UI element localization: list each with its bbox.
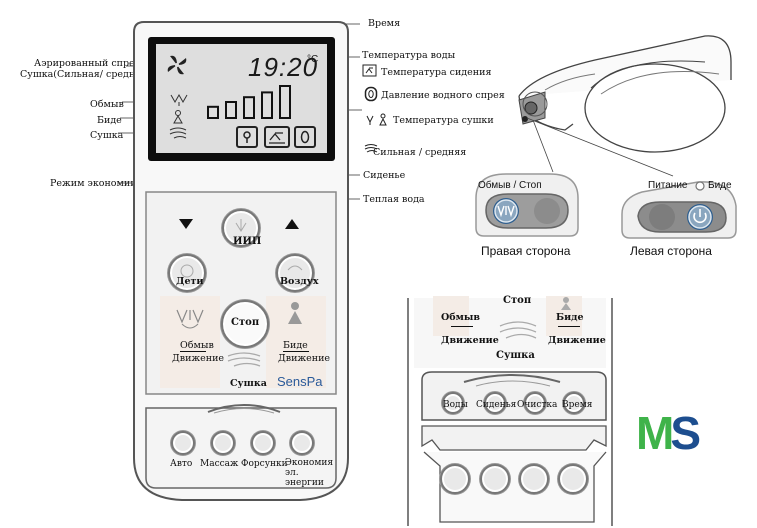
iip-label: ИИП (233, 236, 262, 247)
label-wash: Обмыв (90, 99, 124, 110)
zoom-bidet-panel (546, 296, 582, 336)
kids-label: Дети (176, 276, 204, 287)
label-seat: Сиденье (363, 170, 406, 181)
massage-button[interactable] (211, 431, 235, 455)
kids-button[interactable] (168, 254, 206, 292)
eco-label: Экономия эл. энергии (285, 458, 334, 488)
toilet-seat-illustration (518, 35, 732, 153)
motion-label-2: Движение (278, 353, 331, 364)
wash-stop-caption: Обмыв / Стоп (478, 180, 542, 191)
nozzles-button[interactable] (251, 431, 275, 455)
right-side-panel (475, 173, 579, 237)
lcd-mode-icons (169, 93, 188, 139)
label-drying-mode: Сушка(Сильная/ средняя) (20, 69, 151, 80)
zoom-water-label: Воды (443, 400, 468, 410)
right-side-caption: Правая сторона (481, 244, 571, 258)
label-warm-water: Теплая вода (363, 194, 425, 205)
wash-icon (176, 309, 204, 329)
zoom-seat-label: Сиденья (476, 400, 517, 410)
pressure-icon (364, 86, 378, 102)
zoom-clean-button[interactable] (524, 392, 546, 414)
stop-label: Стоп (231, 317, 260, 328)
label-strong-medium: Сильная / средняя (373, 147, 467, 158)
wash-label: Обмыв (180, 340, 214, 351)
zoom-lower-button-1[interactable] (440, 464, 470, 494)
zoom-time-label: Время (562, 400, 593, 410)
label-dry: Сушка (90, 130, 124, 141)
level-bar (225, 101, 237, 119)
label-bidet: Биде (97, 115, 122, 126)
zoom-lower-button-2[interactable] (480, 464, 510, 494)
zoom-bidet-icon (561, 297, 571, 310)
nozzles-label: Форсунки (241, 459, 288, 469)
brand-logo: SensPa (277, 374, 323, 389)
massage-label: Массаж (200, 459, 239, 469)
bidet-panel (266, 296, 326, 388)
auto-label: Авто (170, 459, 193, 469)
zoom-wash-label: Обмыв (441, 312, 480, 323)
label-time: Время (368, 18, 401, 29)
zoom-wash-panel (433, 296, 469, 336)
iip-button[interactable] (222, 209, 260, 247)
arrow-down-icon[interactable] (178, 218, 194, 230)
motion-label-1: Движение (172, 353, 225, 364)
wash-divider (180, 351, 206, 352)
zoom-lower-button-4[interactable] (558, 464, 588, 494)
eco-button[interactable] (290, 431, 314, 455)
ms-logo-m: M (636, 407, 674, 459)
power-caption: Питание (648, 180, 688, 191)
level-bar (279, 85, 291, 119)
level-bar (207, 105, 219, 119)
dry-temp-icons (366, 113, 387, 126)
label-eco-mode: Режим экономии (50, 178, 137, 189)
zoom-motion-1: Движение (441, 335, 499, 346)
zoom-wash-divider (451, 326, 473, 327)
flap-handle[interactable] (206, 400, 282, 416)
zoom-time-button[interactable] (563, 392, 585, 414)
seat-temp-icon (362, 64, 377, 77)
zoom-seat-button[interactable] (484, 392, 506, 414)
zoom-motion-2: Движение (548, 335, 606, 346)
level-bar (261, 91, 273, 119)
zoom-water-button[interactable] (442, 392, 464, 414)
zoom-stop-label: Стоп (503, 295, 532, 306)
lcd-time: 19:20 (248, 52, 319, 82)
fan-icon (167, 55, 187, 75)
bidet-icon (288, 302, 302, 324)
zoom-bidet-divider (558, 326, 580, 327)
zoom-dry-icon (499, 321, 537, 339)
dry-icon (227, 352, 261, 367)
air-button[interactable] (276, 254, 314, 292)
lcd-unit: °C (307, 54, 319, 65)
zoom-lower-button-3[interactable] (519, 464, 549, 494)
auto-button[interactable] (171, 431, 195, 455)
zoom-bidet-label: Биде (556, 312, 584, 323)
wind-icon (364, 144, 378, 153)
ms-logo: MS (636, 407, 701, 459)
zoom-leaders (526, 117, 674, 177)
eco-indicator-icon (236, 126, 258, 148)
air-label: Воздух (280, 276, 319, 287)
bidet-label: Биде (283, 340, 308, 351)
left-bidet-caption: Биде (708, 180, 732, 191)
label-aerated-spray: Аэрированный спрей (34, 58, 142, 69)
left-side-caption: Левая сторона (630, 244, 712, 258)
water-heat-icon (294, 126, 316, 148)
label-seat-temp: Температура сидения (381, 67, 492, 78)
zoom-clean-label: Очистка (517, 400, 558, 410)
level-bar (243, 96, 255, 119)
dry-label: Сушка (230, 378, 267, 389)
seat-heat-icon (264, 126, 290, 148)
ms-logo-s: S (670, 407, 701, 459)
arrow-up-icon[interactable] (284, 218, 300, 230)
label-water-temp: Температура воды (362, 50, 456, 61)
bidet-divider (283, 351, 309, 352)
label-dry-temp: Температура сушки (393, 115, 494, 126)
zoom-dry-label: Сушка (496, 350, 535, 361)
stop-button[interactable] (221, 300, 269, 348)
level-bars (207, 85, 291, 119)
label-water-pressure: Давление водного спрея (381, 90, 505, 101)
left-side-panel (621, 181, 737, 239)
